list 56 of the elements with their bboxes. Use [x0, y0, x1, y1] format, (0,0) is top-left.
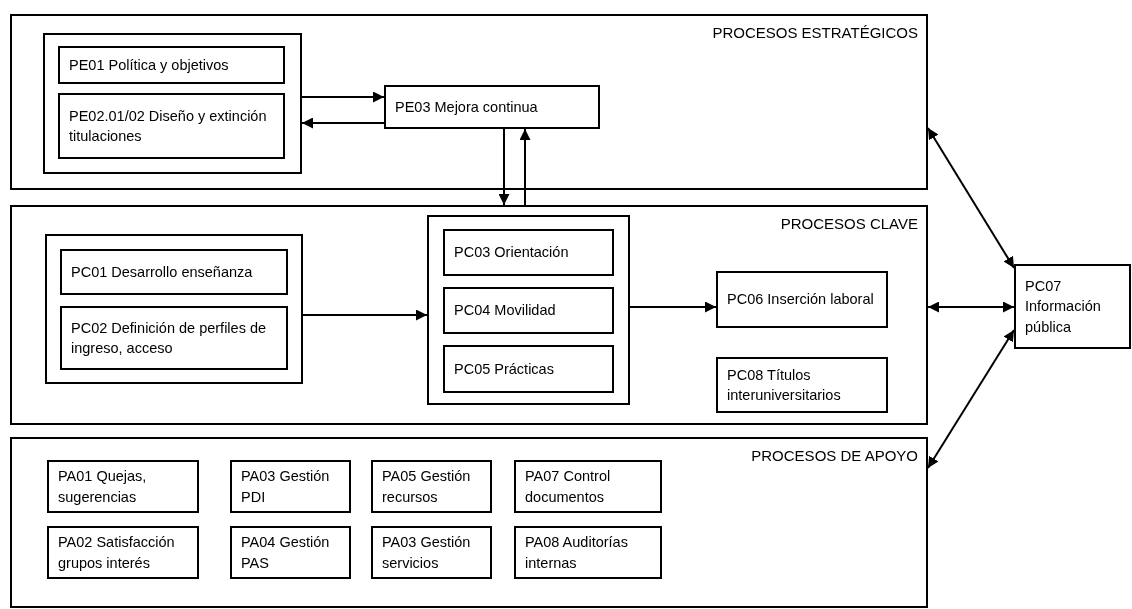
arrow [927, 301, 1015, 313]
process-group [427, 215, 630, 405]
process-label: PC02 Definición de perfiles de ingreso, acceso [71, 318, 268, 358]
process-label: PC05 Prácticas [454, 359, 554, 379]
process-box [47, 526, 199, 579]
process-label: PA02 Satisfacción grupos interés [58, 533, 176, 573]
arrow [927, 329, 1015, 469]
process-label: PE03 Mejora continua [395, 97, 538, 117]
process-label: PC04 Movilidad [454, 301, 556, 321]
process-label: PC03 Orientación [454, 243, 569, 263]
process-label: PA03 Gestión servicios [382, 533, 472, 573]
process-label: PC08 Títulos interuniversitarios [727, 365, 842, 405]
process-label: PA05 Gestión recursos [382, 467, 472, 507]
process-box [58, 93, 285, 159]
process-box [230, 526, 351, 579]
process-box [47, 460, 199, 513]
arrow [498, 128, 510, 206]
process-label: PC07 Información pública [1025, 277, 1102, 337]
process-box [514, 526, 662, 579]
process-box [1014, 264, 1131, 349]
process-box [443, 345, 614, 393]
arrow [301, 117, 385, 129]
band-heading: PROCESOS DE APOYO [751, 447, 918, 464]
process-box [514, 460, 662, 513]
process-label: PA08 Auditorías internas [525, 533, 629, 573]
process-box [230, 460, 351, 513]
process-box [58, 46, 285, 84]
process-band [10, 205, 928, 425]
process-box [371, 526, 492, 579]
band-heading: PROCESOS CLAVE [780, 215, 918, 232]
process-box [443, 229, 614, 276]
process-box [716, 357, 888, 413]
process-band [10, 437, 928, 608]
arrow [519, 128, 531, 206]
process-box [60, 249, 288, 295]
process-label: PC01 Desarrollo enseñanza [71, 262, 253, 282]
process-label: PE02.01/02 Diseño y extinción titulaciones [69, 106, 268, 146]
process-band [10, 14, 928, 190]
process-group [45, 234, 303, 384]
arrow [629, 301, 717, 313]
process-box [371, 460, 492, 513]
process-box [60, 306, 288, 370]
band-heading: PROCESOS ESTRATÉGICOS [712, 24, 918, 41]
arrow [302, 309, 428, 321]
process-label: PC06 Inserción laboral [727, 290, 874, 310]
arrow [927, 127, 1015, 269]
process-box [443, 287, 614, 334]
process-box [384, 85, 600, 129]
process-label: PA04 Gestión PAS [241, 533, 331, 573]
process-label: PA07 Control documentos [525, 467, 612, 507]
process-label: PA03 Gestión PDI [241, 467, 331, 507]
arrow [301, 91, 385, 103]
process-box [716, 271, 888, 328]
process-label: PE01 Política y objetivos [69, 55, 229, 75]
process-group [43, 33, 302, 174]
process-label: PA01 Quejas, sugerencias [58, 467, 148, 507]
